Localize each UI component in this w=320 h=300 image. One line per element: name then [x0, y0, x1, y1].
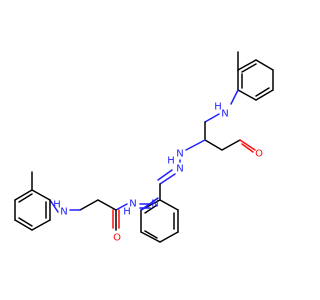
- bond-44: [14, 189, 33, 201]
- bond-50: [18, 193, 33, 203]
- bond-35: [115, 203, 128, 211]
- atom-label-layer: H N H N N O H N H N N O: [53, 102, 263, 244]
- bond-11: [204, 113, 220, 123]
- molecule-structure: H N H N N O H N H N N O: [14, 51, 274, 244]
- bond-40: [79, 199, 99, 211]
- bond-46: [14, 219, 33, 231]
- atom-n-imine-lower: N: [151, 199, 158, 210]
- bond-0: [237, 59, 257, 71]
- bond-13: [204, 139, 223, 151]
- atom-h-amine-upper: H: [214, 102, 222, 113]
- atom-h-hydrazide-upper: H: [167, 156, 175, 167]
- atom-n-hydrazide-upper: N: [176, 149, 183, 160]
- bond-29: [144, 230, 158, 239]
- bond-10: [230, 89, 239, 105]
- bond-17: [185, 139, 206, 151]
- atom-n-amine-lower: N: [60, 207, 67, 218]
- bond-7: [255, 87, 270, 97]
- atom-o-carbonyl-lower: O: [113, 233, 121, 244]
- bond-6: [241, 63, 257, 73]
- bond-42: [49, 199, 59, 213]
- atom-n-hydrazide-lower: N: [129, 199, 136, 210]
- bond-25: [140, 231, 161, 243]
- bond-16: [241, 143, 254, 153]
- atom-n-imine-upper: N: [176, 164, 183, 175]
- atom-n-amine-upper: N: [221, 109, 228, 120]
- bond-15: [239, 139, 256, 151]
- bond-22: [159, 199, 179, 211]
- bond-30: [144, 204, 158, 214]
- bond-19: [159, 173, 176, 185]
- bond-51: [18, 217, 33, 227]
- bond-24: [159, 231, 179, 243]
- atom-h-hydrazide-lower: H: [123, 207, 131, 218]
- bond-20: [157, 169, 173, 181]
- bond-39: [97, 199, 117, 211]
- bond-layer: [14, 51, 274, 243]
- bond-1: [255, 59, 274, 71]
- bond-4: [237, 89, 257, 101]
- bond-47: [31, 219, 51, 231]
- atom-h-amine-lower: H: [53, 200, 61, 211]
- bond-14: [221, 139, 241, 151]
- atom-o-carbonyl-upper: O: [255, 149, 263, 160]
- bond-43: [31, 189, 51, 201]
- bond-3: [255, 89, 274, 101]
